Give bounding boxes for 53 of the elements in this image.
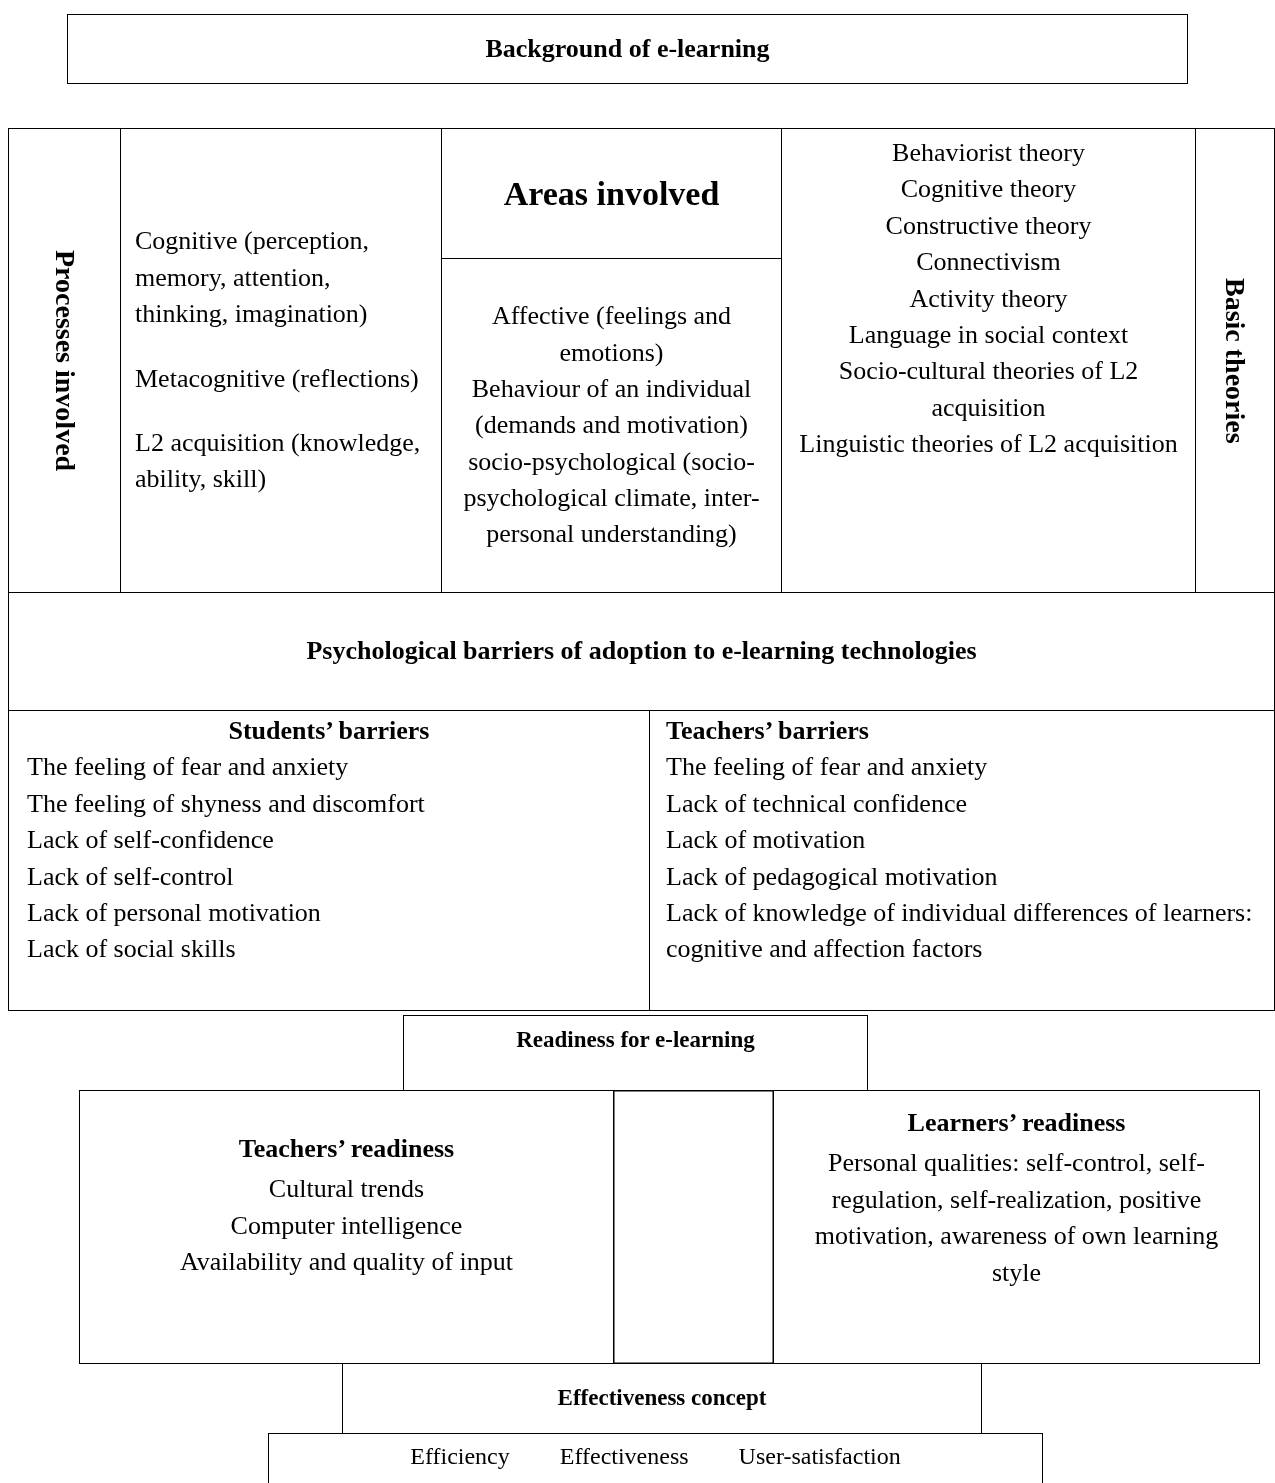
section-heading: Background of e-learning — [484, 32, 771, 65]
section-panel — [268, 1433, 1043, 1483]
list-item: Lack of personal motivation — [27, 896, 322, 929]
section-panel — [342, 1363, 982, 1434]
list-item: Linguistic theories of L2 acquisition — [798, 428, 1179, 461]
section-heading: Readiness for e-learning — [515, 1026, 756, 1054]
list-item: Affective (feelings and emotions) — [490, 300, 733, 369]
list-item: The feeling of shyness and discomfort — [27, 787, 426, 820]
list-item: Behaviorist theory — [891, 137, 1086, 169]
list-item: Behaviour of an individual (demands and motivation) — [470, 372, 753, 442]
section-heading: Teachers’ barriers — [666, 715, 870, 747]
list-item: Cultural trends — [267, 1173, 426, 1206]
list-item: Lack of motivation — [666, 824, 867, 857]
section-panel — [67, 14, 1188, 84]
list-item: Language in social context — [847, 318, 1130, 351]
section-heading: Psychological barriers of adoption to e-learning technologies — [305, 635, 978, 668]
criterion-label: User-satisfaction — [738, 1442, 901, 1471]
empty-panel — [613, 1090, 774, 1364]
list-item: Lack of knowledge of individual differences of learners: cognitive and affection factors — [666, 896, 1254, 966]
criterion-label: Efficiency — [410, 1442, 510, 1471]
list-item: Cognitive theory — [899, 173, 1078, 206]
section-heading: Teachers’ readiness — [237, 1133, 456, 1165]
section-panel — [1195, 128, 1275, 593]
section-heading: Basic theories — [1219, 277, 1251, 444]
section-heading: Processes involved — [49, 249, 80, 472]
list-item: Socio-cultural theories of L2 acquisition — [837, 355, 1140, 424]
list-item: Activity theory — [908, 282, 1069, 315]
section-panel — [8, 592, 1275, 711]
list-item: Cognitive (perception, memory, attention, thinking, imagination) — [135, 225, 370, 331]
list-item: Lack of technical confidence — [666, 787, 968, 820]
list-item: Lack of self-control — [27, 860, 235, 893]
list-item: Lack of social skills — [27, 933, 237, 966]
list-item: Computer intelligence — [229, 1209, 464, 1242]
section-heading: Effectiveness concept — [556, 1384, 768, 1413]
list-item: The feeling of fear and anxiety — [27, 751, 350, 784]
list-item: Lack of self-confidence — [27, 824, 275, 857]
list-item: Personal qualities: self-control, self-regulation, self-realization, positive motivation, awareness of own learning style — [813, 1147, 1220, 1289]
section-panel — [403, 1015, 868, 1091]
section-heading: Students’ barriers — [227, 715, 431, 747]
section-panel — [8, 710, 650, 1011]
list-item: Connectivism — [915, 246, 1062, 279]
criterion-label: Effectiveness — [559, 1442, 689, 1471]
section-panel — [649, 710, 1275, 1011]
list-item: Constructive theory — [884, 209, 1093, 242]
list-item: L2 acquisition (knowledge, ability, skill) — [135, 426, 422, 496]
list-item: socio-psychological (socio-psychological climate, inter-personal understanding) — [462, 445, 761, 551]
section-heading: Areas involved — [502, 173, 721, 214]
list-item: Availability and quality of input — [178, 1246, 515, 1279]
list-item: Lack of pedagogical motivation — [666, 860, 999, 893]
list-item: Metacognitive (reflections) — [135, 362, 420, 395]
section-panel — [8, 128, 121, 593]
section-heading: Learners’ readiness — [906, 1107, 1127, 1139]
list-item: The feeling of fear and anxiety — [666, 751, 989, 784]
